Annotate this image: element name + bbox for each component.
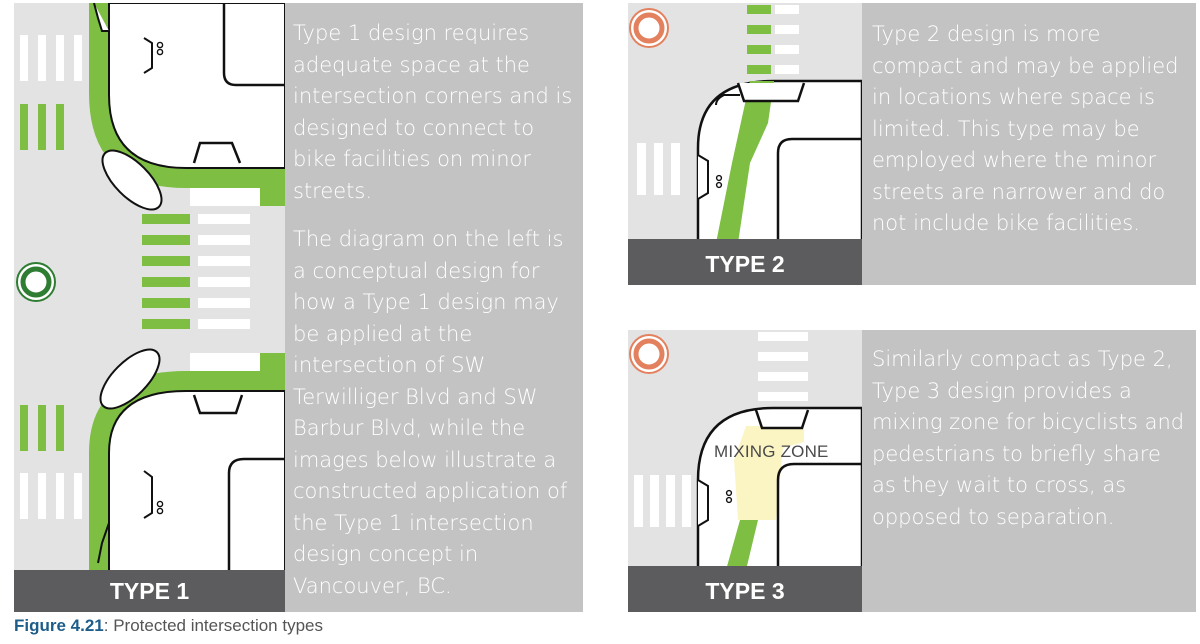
- type2-diagram: TYPE 2: [628, 3, 862, 285]
- bike-symbol-icon: [156, 41, 164, 56]
- type3-diagram: MIXING ZONE TYPE 3: [628, 330, 862, 612]
- orange-circle-marker-icon: [629, 334, 669, 374]
- type1-description-paragraph-2: The diagram on the left is a conceptual …: [293, 227, 568, 598]
- orange-circle-marker-icon: [629, 8, 669, 48]
- figure-caption-text: : Protected intersection types: [103, 616, 323, 635]
- bike-symbol-icon: [725, 489, 733, 504]
- type1-description-paragraph-1: Type 1 design requires adequate space at…: [293, 21, 573, 203]
- type3-label: TYPE 3: [628, 566, 862, 612]
- bike-symbol-icon: [156, 500, 164, 515]
- bike-symbol-icon: [715, 174, 723, 189]
- figure-number: Figure 4.21: [14, 616, 104, 635]
- type1-diagram: TYPE 1: [14, 3, 285, 612]
- type1-description: Type 1 design requires adequate space at…: [285, 3, 583, 612]
- mixing-zone-label: MIXING ZONE: [714, 442, 829, 461]
- type2-description-text: Type 2 design is more compact and may be…: [872, 22, 1179, 235]
- figure-caption: Figure 4.21: Protected intersection type…: [14, 616, 323, 636]
- type3-description: Similarly compact as Type 2, Type 3 desi…: [862, 330, 1196, 612]
- green-circle-marker-icon: [16, 262, 56, 302]
- type2-intersection-drawing: [628, 3, 862, 285]
- type1-intersection-drawing: [14, 3, 285, 612]
- type3-intersection-drawing: [628, 330, 862, 612]
- type3-description-text: Similarly compact as Type 2, Type 3 desi…: [872, 347, 1185, 529]
- type2-label: TYPE 2: [628, 239, 862, 285]
- type1-label: TYPE 1: [14, 570, 285, 612]
- type2-description: Type 2 design is more compact and may be…: [862, 3, 1196, 285]
